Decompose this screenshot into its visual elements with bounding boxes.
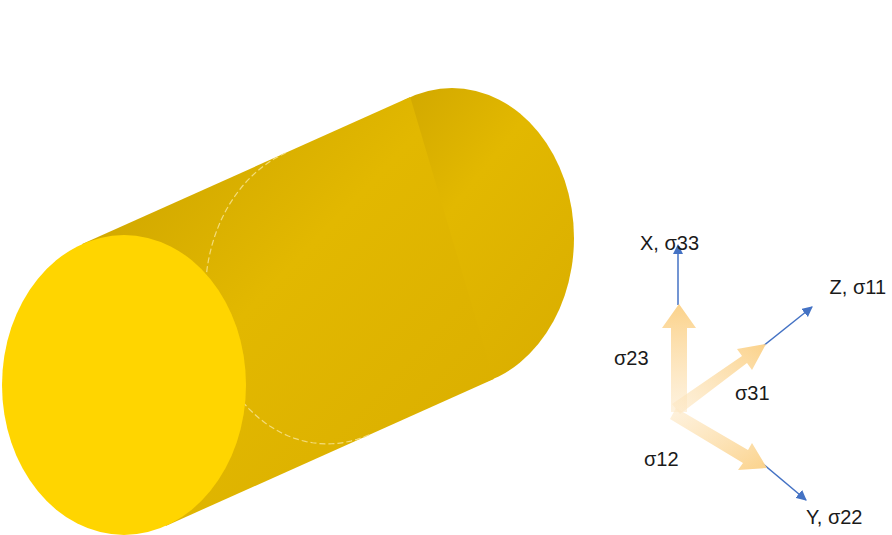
cylinder-face	[2, 235, 246, 535]
axis-triad	[662, 245, 812, 500]
axis-label: Y, σ22	[806, 506, 862, 528]
stress-label: σ23	[614, 347, 649, 369]
axis-label: X, σ33	[640, 232, 699, 254]
z-axis	[762, 307, 812, 347]
stress-label: σ31	[735, 382, 770, 404]
stress-label: σ12	[644, 448, 679, 470]
y-axis	[762, 463, 806, 500]
x-axis	[677, 245, 679, 305]
cylinder	[2, 88, 574, 535]
axis-label: Z, σ11	[830, 276, 886, 298]
shear-arrow	[670, 408, 767, 470]
